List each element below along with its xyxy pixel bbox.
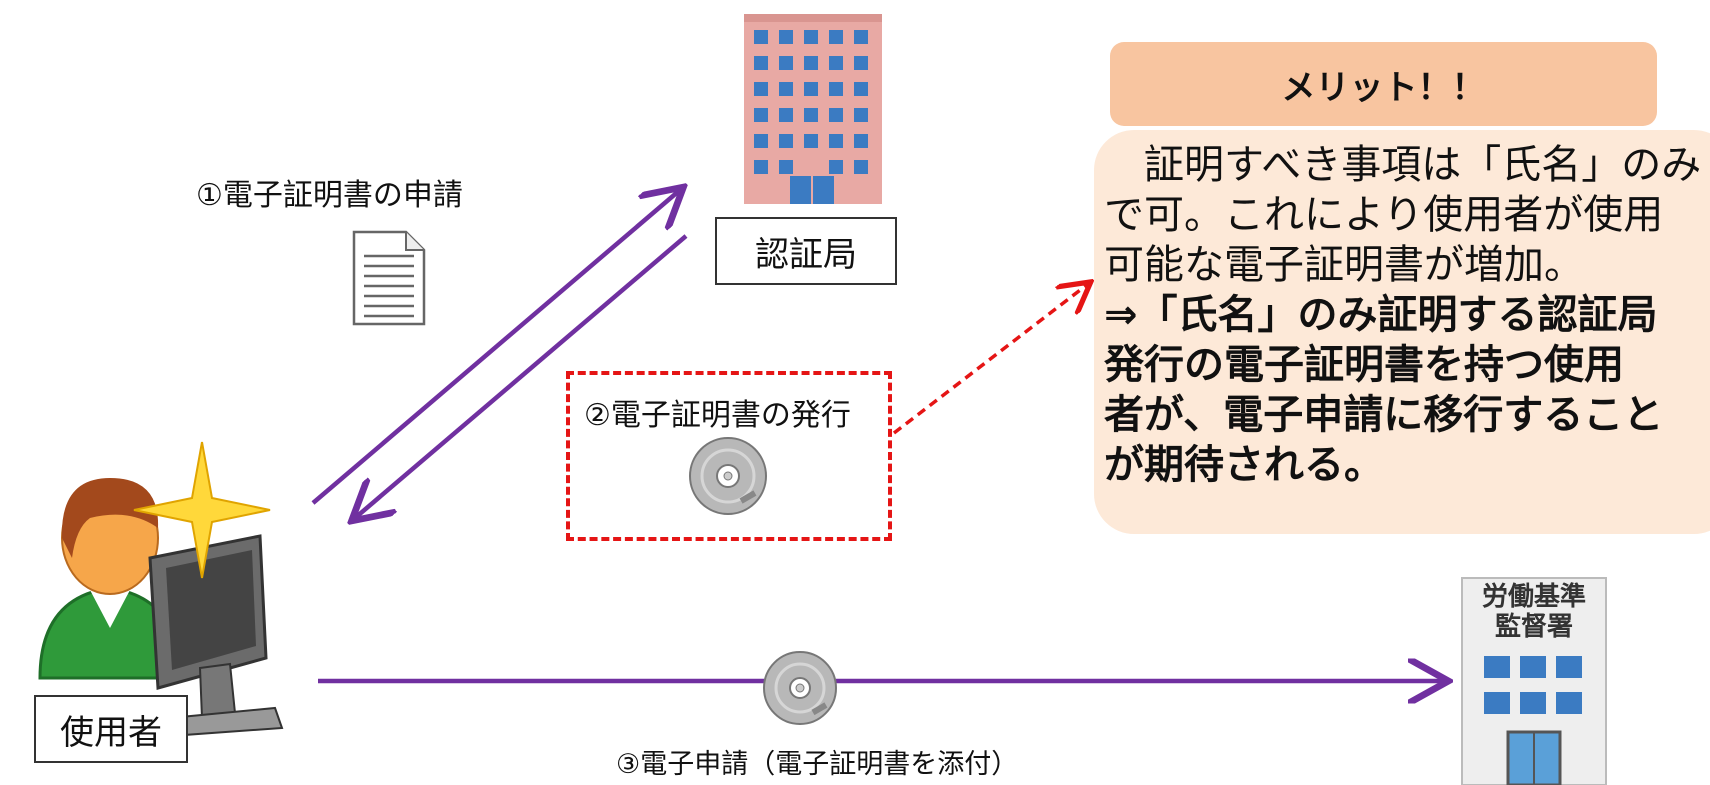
step-submit-label: ③電子申請（電子証明書を添付） [616,749,1019,780]
sparkle-icon [133,441,271,579]
step-issue-label: ②電子証明書の発行 [584,398,851,433]
merit-line: 証明すべき事項は「氏名」のみ [1104,142,1702,188]
merit-text: 証明すべき事項は「氏名」のみ で可。これにより使用者が使用 可能な電子証明書が増… [1104,140,1701,490]
merit-bold-line: 発行の電子証明書を持つ使用 [1104,342,1624,388]
cd-icon [763,651,837,725]
step-apply-label: ①電子証明書の申請 [196,178,463,213]
merit-bold-line: 者が、電子申請に移行すること [1104,392,1664,438]
user-label: 使用者 [34,695,188,763]
building-icon [744,14,882,204]
merit-pointer-arrow [892,284,1088,435]
merit-bold-line: が期待される。 [1104,442,1384,488]
merit-body-panel [1094,130,1710,534]
apply-arrow [311,190,680,505]
issue-highlight-box [566,371,892,541]
ca-label: 認証局 [715,217,897,285]
merit-header: メリット！！ [1110,42,1657,126]
office-sign-line1: 労働基準 [1481,582,1586,612]
user-computer-icon [38,478,284,738]
cd-icon [689,437,767,515]
merit-line: で可。これにより使用者が使用 [1104,192,1664,238]
office-sign-line2: 監督署 [1494,612,1573,642]
merit-bold-line: ⇒「氏名」のみ証明する認証局 [1104,292,1658,338]
labor-office-icon [1461,577,1607,785]
document-icon [352,230,426,326]
merit-line: 可能な電子証明書が増加。 [1104,242,1584,288]
issue-arrow [355,234,688,518]
